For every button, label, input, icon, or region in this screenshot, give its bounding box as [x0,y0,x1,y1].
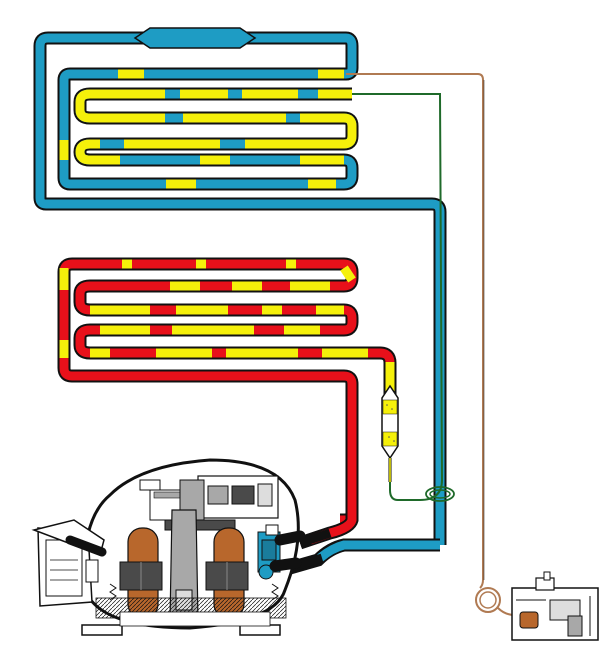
filter-drier [381,384,399,482]
hermetic-compressor [31,458,306,636]
condenser-coil [57,257,397,527]
thermostat [511,571,599,641]
accumulator [133,27,257,49]
evaporator-coil [33,27,447,545]
discharge-line [297,512,359,550]
capillary-tube [346,73,516,616]
suction-line [288,538,440,575]
